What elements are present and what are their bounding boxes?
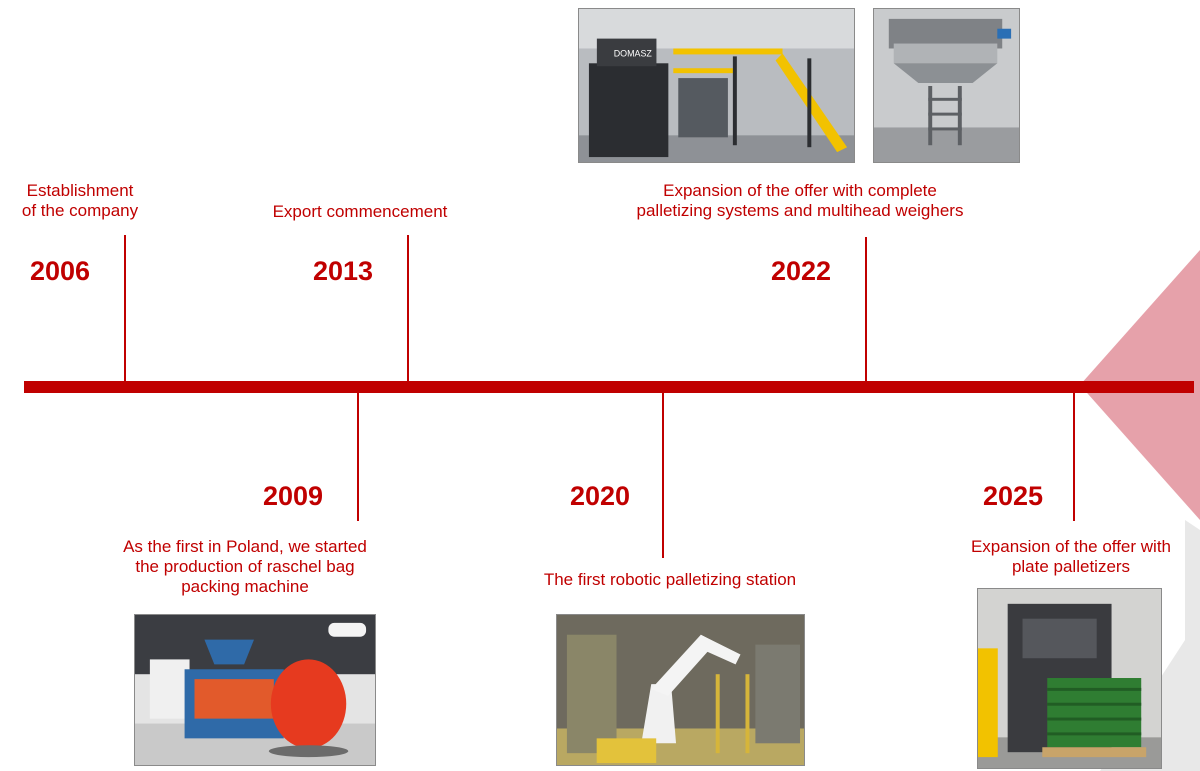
tick-2022 — [865, 237, 867, 382]
caption-line: Establishment — [26, 181, 134, 200]
timeline-bar — [24, 381, 1194, 393]
tick-2013 — [407, 235, 409, 382]
caption-line: Expansion of the offer with complete — [663, 181, 937, 200]
photo-plate-palletizer — [977, 588, 1162, 769]
caption-2022: Expansion of the offer with complete pal… — [580, 181, 1020, 221]
photo-robotic-palletizing-station — [556, 614, 805, 766]
caption-line: palletizing systems and multihead weighe… — [636, 201, 964, 220]
photo-multihead-weigher — [873, 8, 1020, 163]
caption-2009: As the first in Poland, we started the p… — [60, 537, 430, 597]
photo-raschel-bag-machine — [134, 614, 376, 766]
tick-2006 — [124, 235, 126, 382]
tick-2020 — [662, 393, 664, 558]
photo-palletizing-system: DOMASZ — [578, 8, 855, 163]
year-2009: 2009 — [263, 481, 324, 511]
caption-2006: Establishment of the company — [0, 181, 160, 221]
caption-line: Expansion of the offer with — [970, 537, 1172, 556]
caption-2020: The first robotic palletizing station — [480, 570, 860, 590]
caption-line: The first robotic palletizing station — [543, 570, 797, 589]
caption-line: plate palletizers — [1011, 557, 1131, 576]
caption-2025: Expansion of the offer with plate pallet… — [942, 537, 1200, 577]
tick-2025 — [1073, 393, 1075, 521]
photo-logo-text: DOMASZ — [614, 48, 653, 58]
caption-line: the production of raschel bag — [135, 557, 355, 576]
caption-line: of the company — [21, 201, 139, 220]
year-2006: 2006 — [30, 256, 91, 286]
year-2020: 2020 — [570, 481, 631, 511]
year-2025: 2025 — [983, 481, 1044, 511]
caption-line: packing machine — [181, 577, 309, 596]
caption-2013: Export commencement — [230, 202, 490, 222]
year-2013: 2013 — [313, 256, 374, 286]
caption-line: As the first in Poland, we started — [123, 537, 367, 556]
tick-2009 — [357, 393, 359, 521]
year-2022: 2022 — [771, 256, 832, 286]
caption-line: Export commencement — [272, 202, 448, 221]
decorative-grey-shape — [1100, 520, 1200, 771]
